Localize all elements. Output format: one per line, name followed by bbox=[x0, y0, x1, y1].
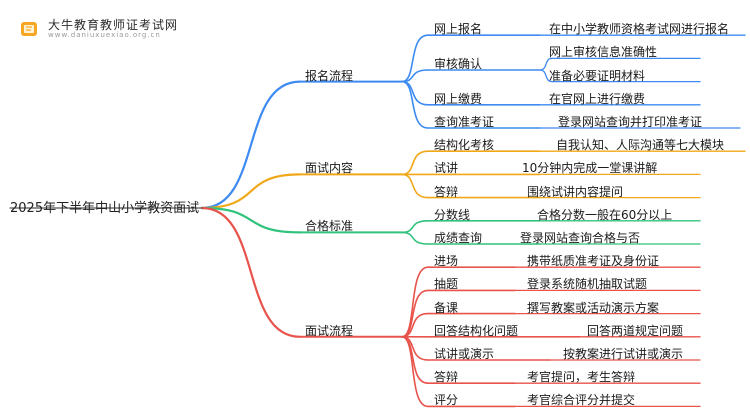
mindmap-item: 网上缴费 bbox=[434, 91, 483, 106]
mindmap-item: 答辩 bbox=[434, 184, 459, 199]
mindmap-root: 2025年下半年中山小学教资面试 bbox=[10, 201, 200, 216]
mindmap-detail: 登录网站查询并打印准考证 bbox=[558, 115, 703, 129]
mindmap-detail: 网上审核信息准确性 bbox=[549, 45, 658, 60]
connector-line bbox=[200, 206, 302, 234]
connector-line bbox=[200, 80, 302, 210]
mindmap-item: 试讲或演示 bbox=[434, 347, 495, 361]
connector-line bbox=[200, 206, 302, 338]
mindmap-detail: 回答两道规定问题 bbox=[587, 323, 684, 338]
mindmap-item: 试讲 bbox=[434, 161, 459, 176]
mindmap-item: 评分 bbox=[434, 393, 459, 408]
mindmap-detail: 撰写教案或活动演示方案 bbox=[527, 300, 660, 315]
mindmap-detail: 在中小学教师资格考试网进行报名 bbox=[549, 22, 730, 37]
mindmap-detail: 按教案进行试讲或演示 bbox=[563, 347, 684, 361]
connector-line bbox=[401, 80, 429, 106]
mindmap-detail: 携带纸质准考证及身份证 bbox=[527, 254, 660, 269]
connector-line bbox=[401, 80, 429, 129]
logo-icon bbox=[21, 22, 37, 36]
connector-line bbox=[200, 173, 302, 210]
connector-line bbox=[401, 336, 429, 361]
mindmap-item: 结构化考核 bbox=[434, 138, 495, 153]
connector-line bbox=[539, 57, 701, 71]
watermark-url: www.daniuxuexiao.org.cn bbox=[48, 30, 161, 39]
connector-line bbox=[401, 173, 429, 199]
mindmap-detail: 考官综合评分并提交 bbox=[527, 393, 636, 408]
mindmap-detail: 合格分数一般在60分以上 bbox=[537, 207, 673, 222]
connector-line bbox=[401, 231, 429, 245]
mindmap-detail: 在官网上进行缴费 bbox=[549, 91, 646, 106]
mindmap-item: 答辩 bbox=[434, 370, 459, 385]
connector-line bbox=[401, 266, 429, 338]
mindmap-item: 分数线 bbox=[434, 207, 471, 222]
mindmap-detail: 登录系统随机抽取试题 bbox=[527, 277, 648, 292]
mindmap-item: 进场 bbox=[434, 254, 459, 269]
mindmap-item: 抽题 bbox=[434, 277, 459, 292]
mindmap-item: 审核确认 bbox=[434, 57, 483, 71]
mindmap-item: 成绩查询 bbox=[434, 231, 483, 245]
mindmap-detail: 围绕试讲内容提问 bbox=[527, 184, 624, 199]
connector-line bbox=[539, 69, 701, 83]
mindmap-detail: 考官提问，考生答辩 bbox=[527, 370, 636, 385]
mindmap-branch: 报名流程 bbox=[305, 68, 354, 83]
connector-line bbox=[401, 150, 429, 176]
mindmap-branch: 面试流程 bbox=[305, 323, 354, 338]
watermark: 大牛教育教师证考试网 www.daniuxuexiao.org.cn bbox=[18, 18, 178, 40]
mindmap-detail: 准备必要证明材料 bbox=[549, 68, 646, 83]
mindmap-branch: 合格标准 bbox=[305, 219, 354, 234]
mindmap-item: 回答结构化问题 bbox=[434, 323, 519, 338]
mindmap-item: 备课 bbox=[434, 300, 459, 315]
connector-line bbox=[401, 34, 429, 83]
mindmap-branch: 面试内容 bbox=[305, 161, 354, 176]
mindmap-detail: 登录网站查询合格与否 bbox=[520, 231, 641, 245]
watermark-title: 大牛教育教师证考试网 bbox=[48, 17, 179, 32]
connector-line bbox=[401, 336, 429, 408]
connector-line bbox=[401, 312, 429, 338]
connector-line bbox=[401, 220, 429, 234]
mindmap-detail: 自我认知、人际沟通等七大模块 bbox=[556, 138, 725, 153]
mindmap-item: 查询准考证 bbox=[434, 115, 495, 129]
mindmap-item: 网上报名 bbox=[434, 22, 483, 37]
mindmap-detail: 10分钟内完成一堂课讲解 bbox=[522, 161, 658, 176]
